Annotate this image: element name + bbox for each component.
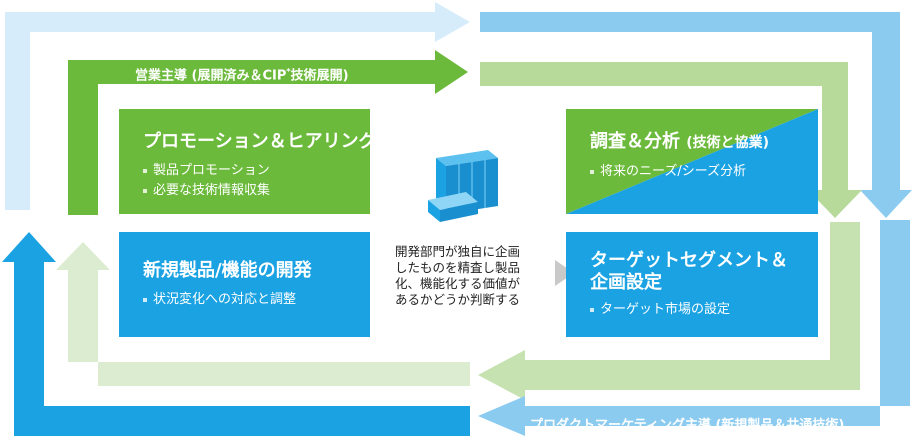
- development-list: 状況変化への対応と調整: [143, 290, 370, 310]
- center-line: したものを精査し製品: [395, 260, 521, 275]
- center-chevron-arrow: [555, 260, 574, 286]
- center-line: 開発部門が独自に企画: [395, 244, 521, 259]
- research-box-blue: [566, 109, 818, 214]
- research-title-main: 調査＆分析: [590, 131, 680, 152]
- list-item: 製品プロモーション: [143, 161, 370, 181]
- product-marketing-led-label: プロダクトマーケティング主導 (新規製品＆共通技術): [530, 418, 845, 433]
- target-title-line1: ターゲットセグメント＆: [590, 250, 788, 271]
- outer-bottom-right-arrow: [478, 220, 910, 436]
- research-box: 調査＆分析 (技術と協業) 将来のニーズ/シーズ分析: [566, 109, 818, 214]
- research-title-sub: (技術と協業): [686, 135, 770, 151]
- green-top-left-arrow: [68, 50, 468, 215]
- list-item: 将来のニーズ/シーズ分析: [590, 162, 818, 182]
- target-list: ターゲット市場の設定: [590, 300, 818, 320]
- promotion-box: プロモーション＆ヒアリング 製品プロモーション 必要な技術情報収集: [119, 109, 377, 214]
- sales-led-label: 営業主導 (展開済み＆CIP*技術展開): [135, 64, 349, 84]
- research-title: 調査＆分析 (技術と協業): [590, 131, 818, 154]
- sales-led-label-asterisk: *: [286, 67, 291, 76]
- center-line: 化、機能化する価値が: [395, 276, 521, 291]
- target-box: ターゲットセグメント＆ 企画設定 ターゲット市場の設定: [566, 232, 818, 337]
- promotion-title: プロモーション＆ヒアリング: [143, 131, 377, 152]
- green-bottom-right-arrow: [478, 222, 860, 400]
- outer-top-right-arrow: [480, 12, 912, 218]
- center-description: 開発部門が独自に企画 したものを精査し製品 化、機能化する価値が あるかどうか判…: [395, 244, 555, 308]
- promotion-list: 製品プロモーション 必要な技術情報収集: [143, 161, 370, 201]
- development-title: 新規製品/機能の開発: [143, 260, 312, 281]
- outer-top-left-arrow: [5, 2, 470, 210]
- target-title-line2: 企画設定: [590, 272, 662, 293]
- green-top-right-arrow: [480, 62, 862, 218]
- research-list: 将来のニーズ/シーズ分析: [590, 162, 818, 182]
- sales-led-label-text: 営業主導 (展開済み＆CIP: [135, 68, 287, 84]
- development-box: 新規製品/機能の開発 状況変化への対応と調整: [119, 232, 370, 337]
- center-line: あるかどうか判断する: [395, 292, 521, 307]
- outer-bottom-left-arrow: [2, 232, 470, 436]
- list-item: 必要な技術情報収集: [143, 181, 370, 201]
- list-item: 状況変化への対応と調整: [143, 290, 370, 310]
- list-item: ターゲット市場の設定: [590, 300, 818, 320]
- green-bottom-left-arrow: [56, 242, 470, 386]
- building-icon: [428, 150, 498, 222]
- sales-led-label-tail: 技術展開): [290, 68, 349, 84]
